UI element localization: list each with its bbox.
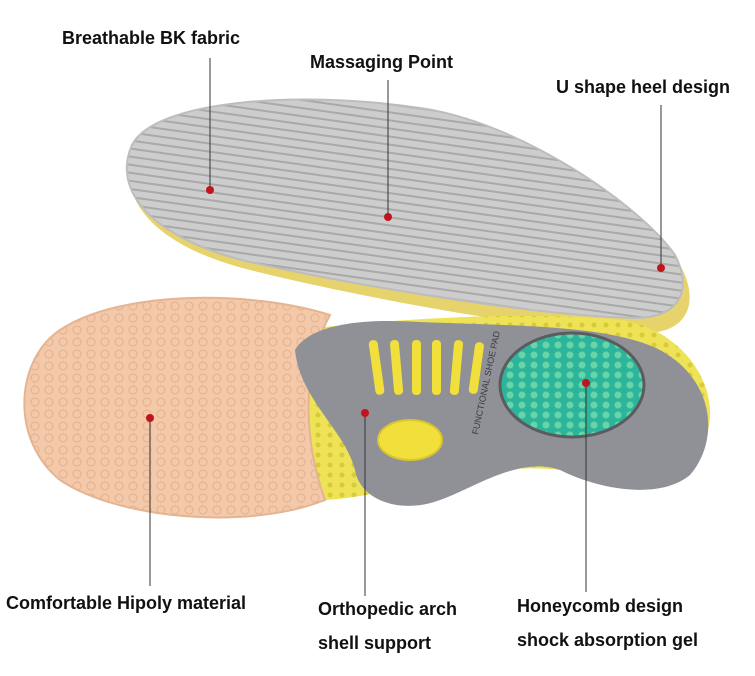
callout-markers [146, 186, 665, 422]
top-insole [125, 98, 690, 334]
label-honeycomb-gel: Honeycomb design shock absorption gel [517, 589, 698, 657]
label-honeycomb-gel-line1: Honeycomb design [517, 596, 684, 616]
label-breathable-fabric: Breathable BK fabric [62, 28, 241, 48]
bottom-insole: FUNCTIONAL SHOE PAD [23, 296, 711, 519]
label-orthopedic-arch-line1: Orthopedic arch [318, 599, 458, 619]
label-orthopedic-arch-line2: shell support [318, 633, 432, 653]
label-u-shape-heel: U shape heel design [556, 77, 731, 97]
label-massaging-point: Massaging Point [310, 52, 454, 72]
label-orthopedic-arch: Orthopedic arch shell support [318, 592, 457, 660]
callout-lines [149, 58, 662, 596]
label-honeycomb-gel-line2: shock absorption gel [517, 630, 699, 650]
label-hipoly-material: Comfortable Hipoly material [6, 593, 247, 613]
